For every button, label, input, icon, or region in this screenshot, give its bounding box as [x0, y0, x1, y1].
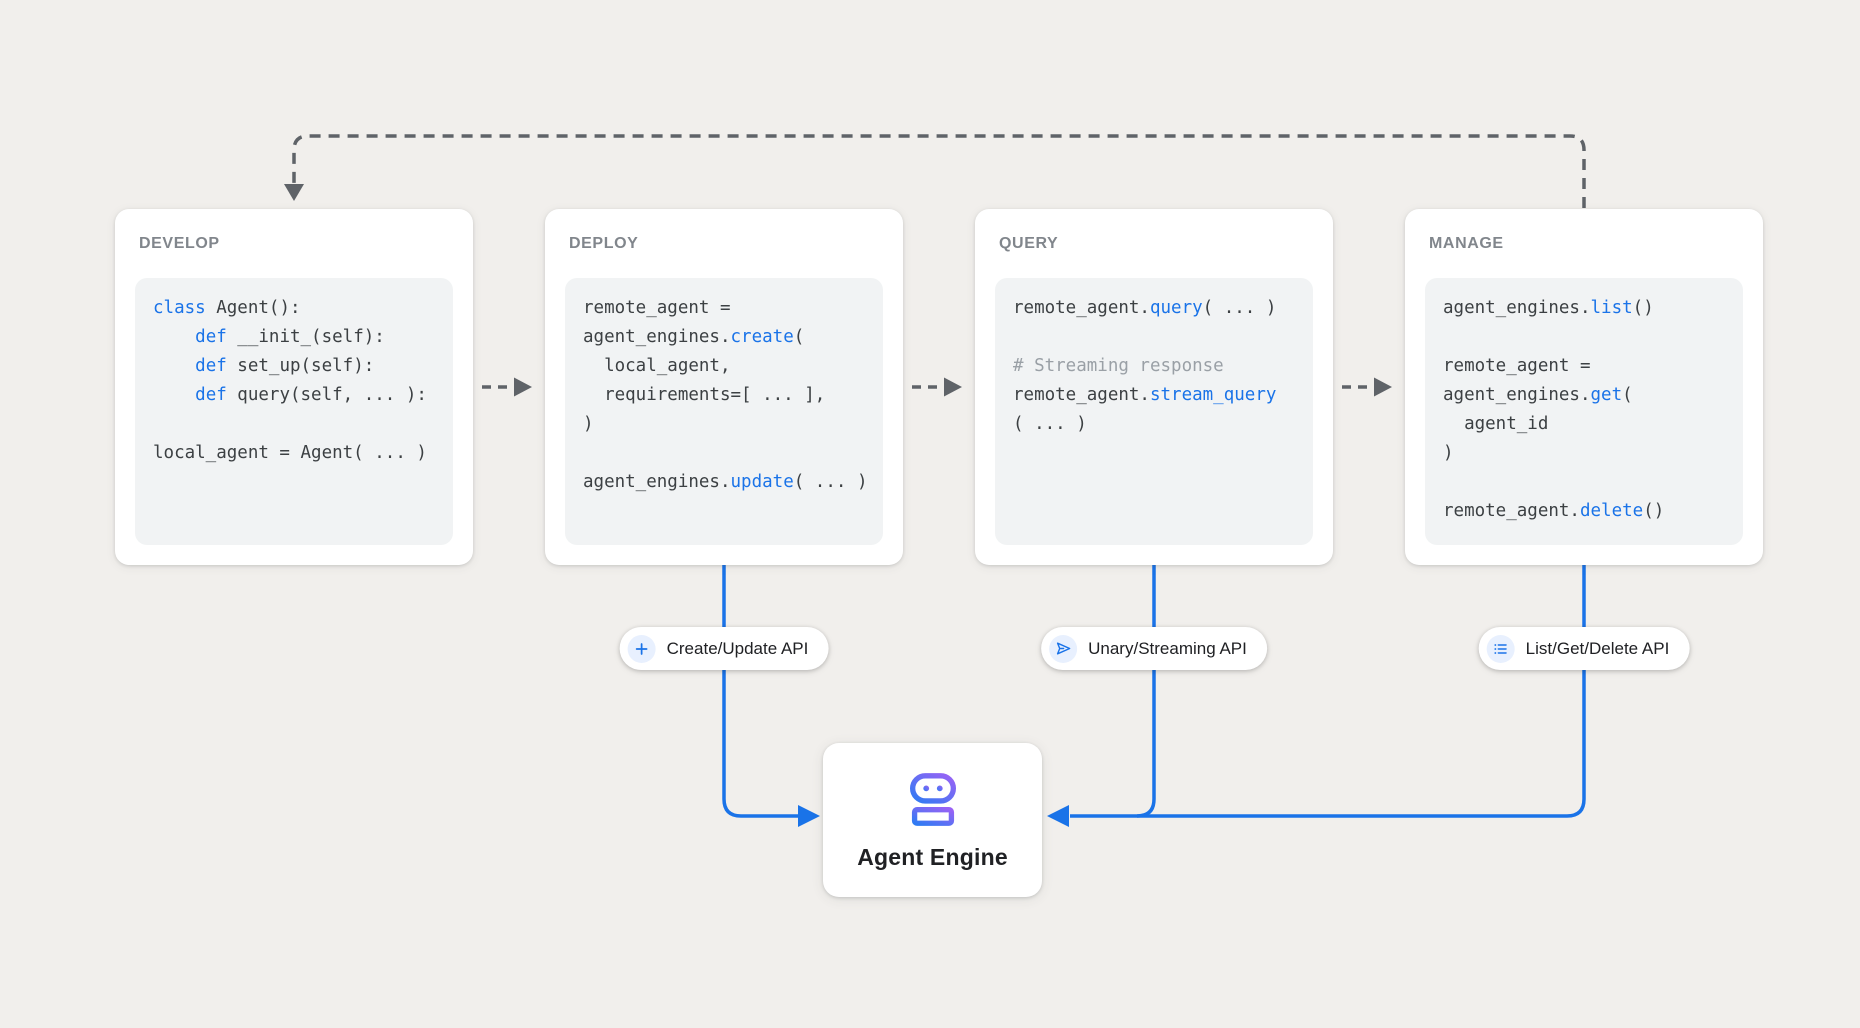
- code-line: remote_agent.query( ... ): [1013, 298, 1277, 318]
- code-line: local_agent = Agent( ... ): [153, 443, 427, 463]
- loopback-arrowhead-icon: [284, 184, 304, 201]
- pill-label: List/Get/Delete API: [1525, 638, 1670, 658]
- blue-line-query-to-engine: [1070, 565, 1156, 818]
- code-line: [1443, 323, 1743, 352]
- blue-arrowhead-right-icon: [1047, 805, 1069, 827]
- agent-engine-label: Agent Engine: [857, 844, 1008, 870]
- code-line: remote_agent =: [1443, 356, 1591, 376]
- card-title-deploy: DEPLOY: [569, 235, 639, 252]
- loopback-dashed-line: [292, 134, 1586, 208]
- flow-arrowhead-deploy-query-icon: [944, 377, 962, 397]
- code-line: ( ... ): [1013, 414, 1087, 434]
- card-title-query: QUERY: [999, 235, 1059, 252]
- code-line: remote_agent.delete(): [1443, 501, 1665, 521]
- code-line: agent_engines.create(: [583, 327, 805, 347]
- code-line: agent_engines.get(: [1443, 385, 1633, 405]
- code-line: def __init_(self):: [195, 327, 385, 347]
- card-title-manage: MANAGE: [1429, 235, 1504, 252]
- code-line: def query(self, ... ):: [195, 385, 427, 405]
- code-line: [153, 410, 453, 439]
- code-line: remote_agent =: [583, 298, 731, 318]
- card-title-develop: DEVELOP: [139, 235, 220, 252]
- list-icon: [1486, 634, 1515, 663]
- pill-label: Unary/Streaming API: [1088, 638, 1247, 658]
- code-line: [583, 439, 883, 468]
- code-block-manage: agent_engines.list() remote_agent = agent…: [1425, 278, 1743, 545]
- code-line: class Agent():: [153, 298, 301, 318]
- code-block-develop: class Agent(): def __init_(self): def se…: [135, 278, 453, 545]
- card-develop: DEVELOP class Agent(): def __init_(self)…: [115, 209, 473, 565]
- code-block-query: remote_agent.query( ... ) # Streaming re…: [995, 278, 1313, 545]
- pill-label: Create/Update API: [666, 638, 809, 658]
- code-line: ): [1443, 443, 1454, 463]
- blue-line-deploy-to-engine: [722, 565, 799, 818]
- agent-engine-node: Agent Engine: [823, 743, 1042, 897]
- code-line: # Streaming response: [1013, 356, 1224, 376]
- card-deploy: DEPLOY remote_agent = agent_engines.creat…: [545, 209, 903, 565]
- flow-arrowhead-develop-deploy-icon: [514, 377, 532, 397]
- code-line: requirements=[ ... ],: [583, 385, 826, 405]
- pill-create-update-api: Create/Update API: [619, 627, 829, 670]
- code-line: agent_engines.list(): [1443, 298, 1654, 318]
- pill-unary-streaming-api: Unary/Streaming API: [1041, 627, 1267, 670]
- card-manage: MANAGE agent_engines.list() remote_agent…: [1405, 209, 1763, 565]
- code-line: agent_engines.update( ... ): [583, 472, 868, 492]
- card-query: QUERY remote_agent.query( ... ) # Stream…: [975, 209, 1333, 565]
- blue-line-manage-to-engine: [1137, 565, 1586, 818]
- code-line: ): [583, 414, 594, 434]
- code-line: [1443, 468, 1743, 497]
- code-line: local_agent,: [583, 356, 731, 376]
- plus-icon: [627, 634, 656, 663]
- code-line: agent_id: [1443, 414, 1549, 434]
- send-icon: [1049, 634, 1078, 663]
- code-block-deploy: remote_agent = agent_engines.create( loca…: [565, 278, 883, 545]
- flow-arrowhead-query-manage-icon: [1374, 377, 1392, 397]
- code-line: [1013, 323, 1313, 352]
- blue-arrowhead-left-icon: [798, 805, 820, 827]
- robot-icon: [902, 769, 964, 836]
- code-line: def set_up(self):: [195, 356, 375, 376]
- code-line: remote_agent.stream_query: [1013, 385, 1277, 405]
- pill-list-get-delete-api: List/Get/Delete API: [1478, 627, 1690, 670]
